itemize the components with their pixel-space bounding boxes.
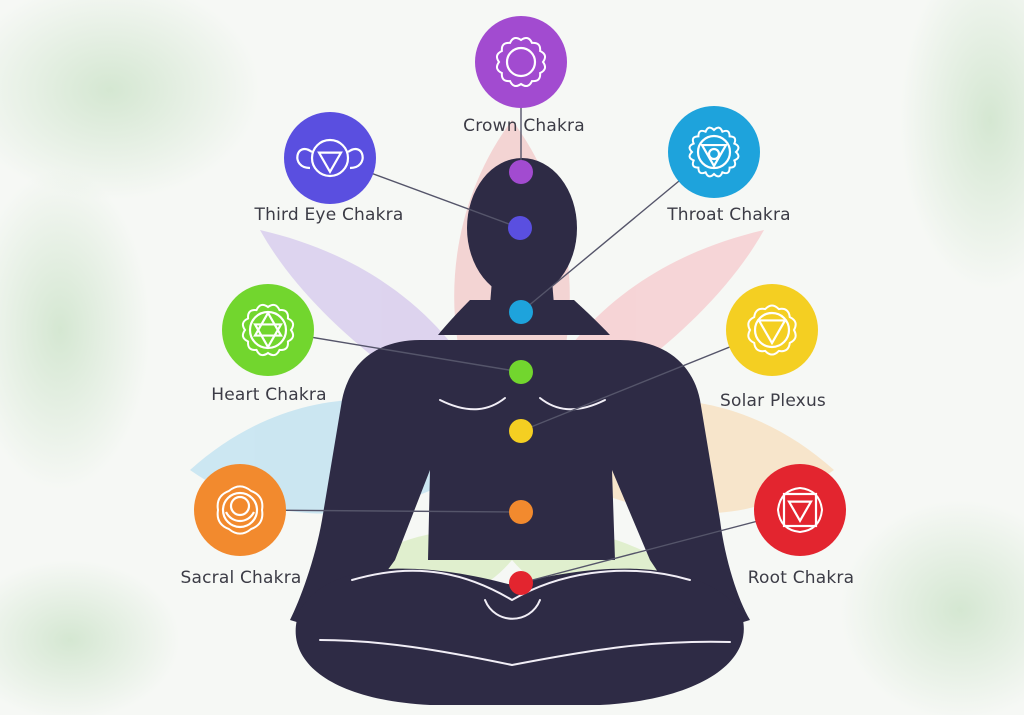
sacral-connector-line: [239, 509, 522, 513]
third-eye-label: Third Eye Chakra: [254, 205, 404, 225]
heart-body-dot: [509, 360, 533, 384]
down-triangle-icon: [726, 284, 818, 376]
root-body-dot: [509, 571, 533, 595]
meditating-figure: [290, 158, 750, 705]
root-label: Root Chakra: [747, 568, 855, 588]
solar-body-dot: [509, 419, 533, 443]
throat-body-dot: [509, 300, 533, 324]
third-eye-body-dot: [508, 216, 532, 240]
hexagram-icon: [222, 284, 314, 376]
crown-label: Crown Chakra: [463, 116, 585, 136]
crown-body-dot: [509, 160, 533, 184]
crescent-icon: [194, 464, 286, 556]
lotus-circle-icon: [475, 16, 567, 108]
lotus-triangle-icon: [668, 106, 760, 198]
heart-label: Heart Chakra: [211, 385, 327, 405]
throat-label: Throat Chakra: [667, 205, 791, 225]
chakra-symbols: [194, 16, 846, 556]
sacral-body-dot: [509, 500, 533, 524]
body-contours: [319, 397, 731, 667]
root-connector-line: [520, 509, 801, 584]
solar-label: Solar Plexus: [720, 391, 826, 411]
square-triangle-icon: [754, 464, 846, 556]
body-chakra-dots: [508, 160, 533, 595]
sacral-label: Sacral Chakra: [180, 568, 302, 588]
eye-triangle-icon: [284, 112, 376, 204]
